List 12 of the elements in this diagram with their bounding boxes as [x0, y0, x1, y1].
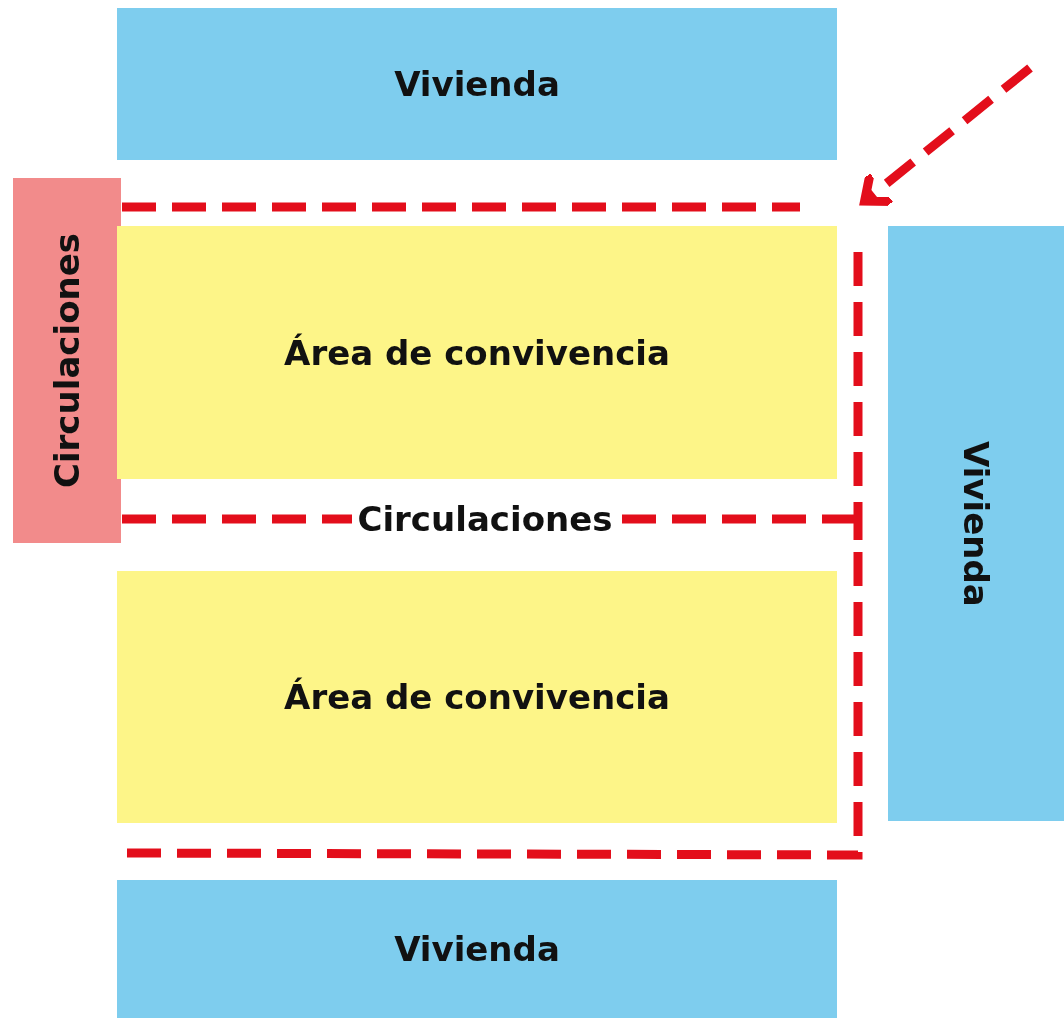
housing-block: [117, 8, 837, 160]
area-label: Vivienda: [956, 440, 996, 607]
area-label: Área de convivencia: [284, 677, 670, 717]
common-area-block: [117, 571, 837, 823]
area-label: Área de convivencia: [284, 332, 670, 373]
housing-block: [117, 880, 837, 1018]
area-label: Circulaciones: [47, 233, 87, 488]
circulation-block: [13, 178, 121, 543]
area-label: Vivienda: [394, 929, 560, 969]
housing-block: [888, 226, 1064, 821]
area-label: Vivienda: [394, 64, 560, 104]
common-area-block: [117, 226, 837, 479]
